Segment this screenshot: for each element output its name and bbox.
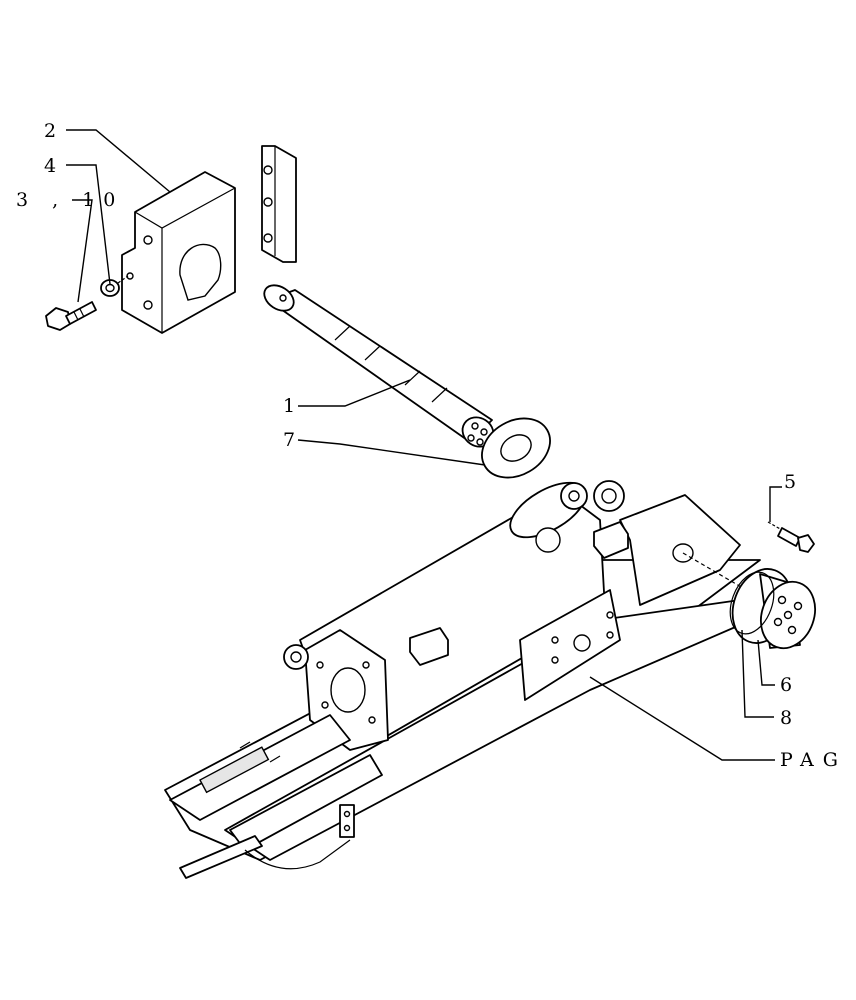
cover-plug-part <box>731 568 816 650</box>
support-block-part <box>121 171 236 334</box>
axle-housing-part <box>164 480 761 879</box>
callout-labels: 2 4 3 , 10 1 7 5 6 8 PAG <box>16 120 847 771</box>
callout-7: 7 <box>283 429 295 451</box>
callout-pag: PAG <box>780 749 847 771</box>
callout-8: 8 <box>780 707 792 729</box>
o-ring-part <box>729 571 775 635</box>
callout-6: 6 <box>780 674 792 696</box>
leader-lines <box>66 129 782 761</box>
callout-1: 1 <box>283 395 295 417</box>
thrust-washer-part <box>481 417 551 479</box>
pin-shaft-part <box>263 284 495 448</box>
callout-5: 5 <box>784 471 796 493</box>
bolt-5-part <box>767 521 815 553</box>
callout-4: 4 <box>44 155 56 177</box>
bolt-3-10-part <box>45 301 97 331</box>
callout-3-10: 3 , 10 <box>16 189 124 211</box>
plate-part <box>261 145 297 263</box>
callout-2: 2 <box>44 120 56 142</box>
